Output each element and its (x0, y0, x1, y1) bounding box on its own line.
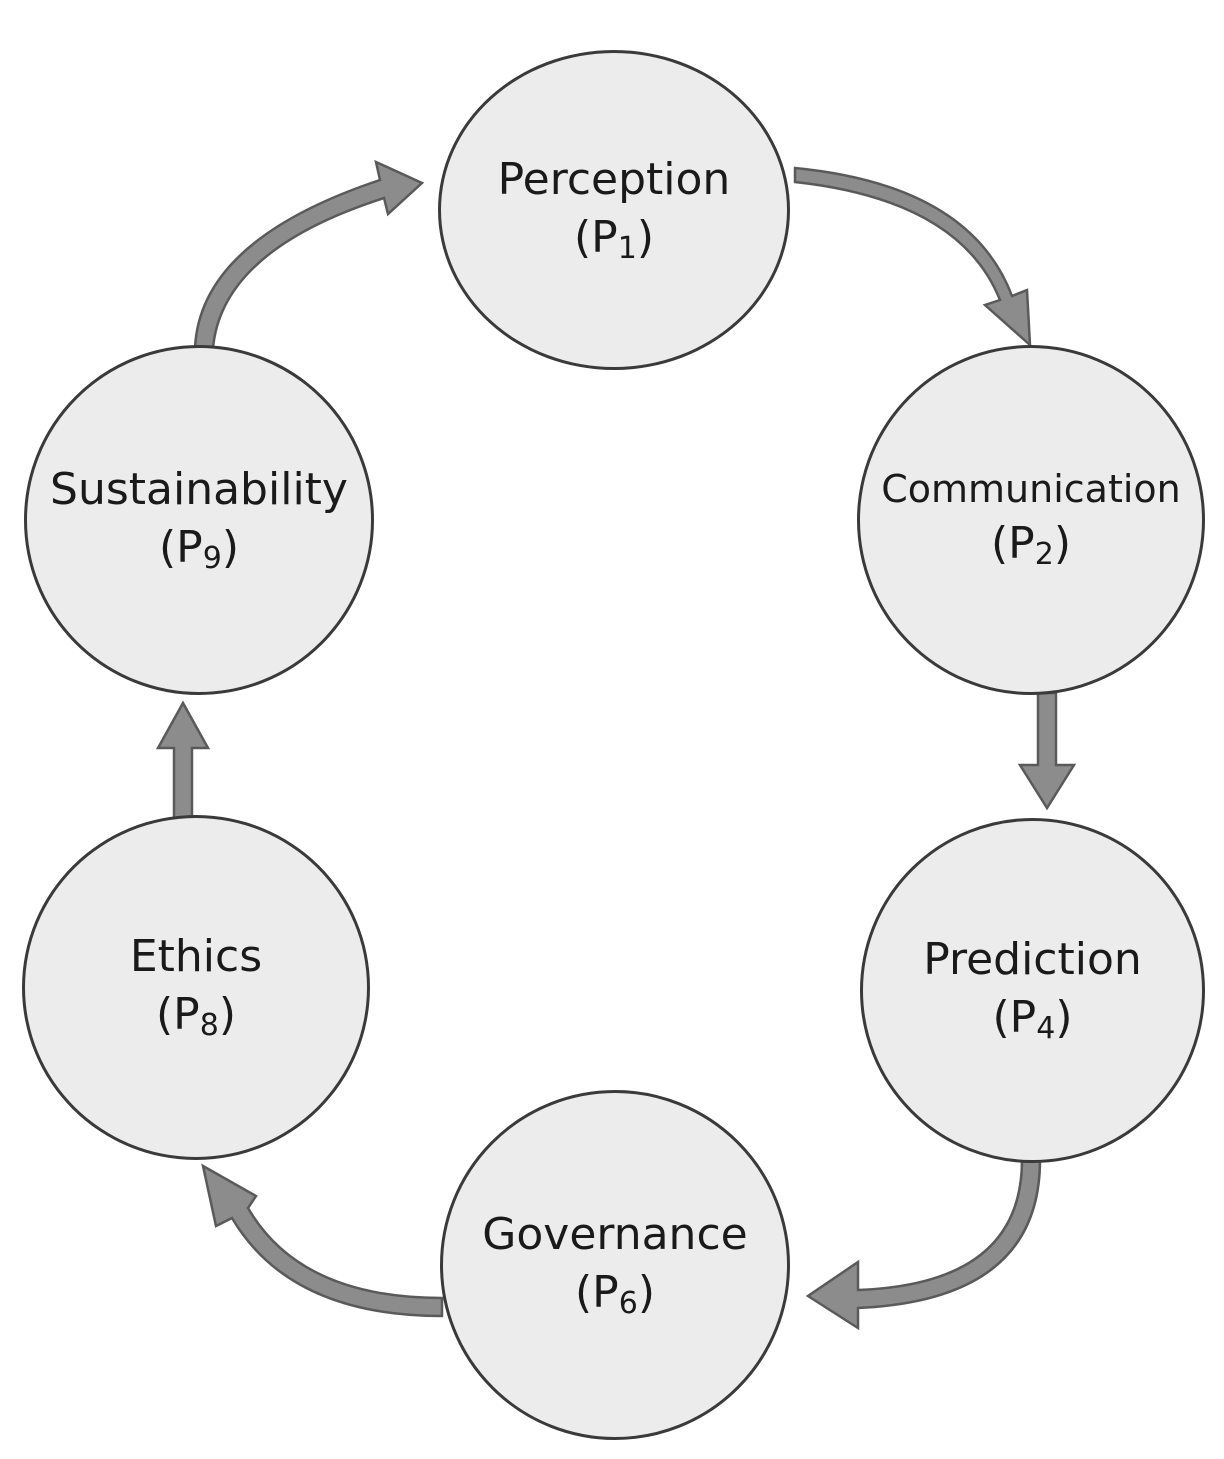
node-prediction-label: Prediction (923, 934, 1142, 986)
node-governance: Governance (P6) (440, 1090, 790, 1440)
node-ethics-code: (P8) (156, 989, 236, 1044)
node-perception-code: (P1) (574, 211, 654, 266)
node-ethics-label: Ethics (129, 931, 263, 983)
arrow-sustainability-to-perception (193, 159, 425, 350)
node-sustainability-label: Sustainability (50, 463, 348, 515)
node-prediction: Prediction (P4) (860, 818, 1205, 1163)
node-governance-label: Governance (482, 1208, 748, 1260)
node-prediction-code: (P4) (992, 992, 1073, 1047)
node-sustainability: Sustainability (P9) (24, 345, 374, 695)
node-sustainability-code: (P9) (159, 521, 239, 576)
node-governance-code: (P6) (575, 1266, 655, 1321)
arrow-prediction-to-governance (805, 1158, 1042, 1331)
node-perception: Perception (P1) (438, 50, 790, 370)
arrow-perception-to-communication (793, 166, 1032, 348)
node-ethics: Ethics (P8) (22, 815, 370, 1160)
node-communication: Communication (P2) (857, 345, 1205, 695)
arrow-ethics-to-sustainability (155, 700, 211, 820)
arrow-governance-to-ethics (201, 1163, 444, 1318)
node-communication-code: (P2) (991, 517, 1071, 572)
node-communication-label: Communication (881, 466, 1181, 511)
arrow-communication-to-prediction (1017, 691, 1077, 811)
node-perception-label: Perception (497, 153, 731, 205)
